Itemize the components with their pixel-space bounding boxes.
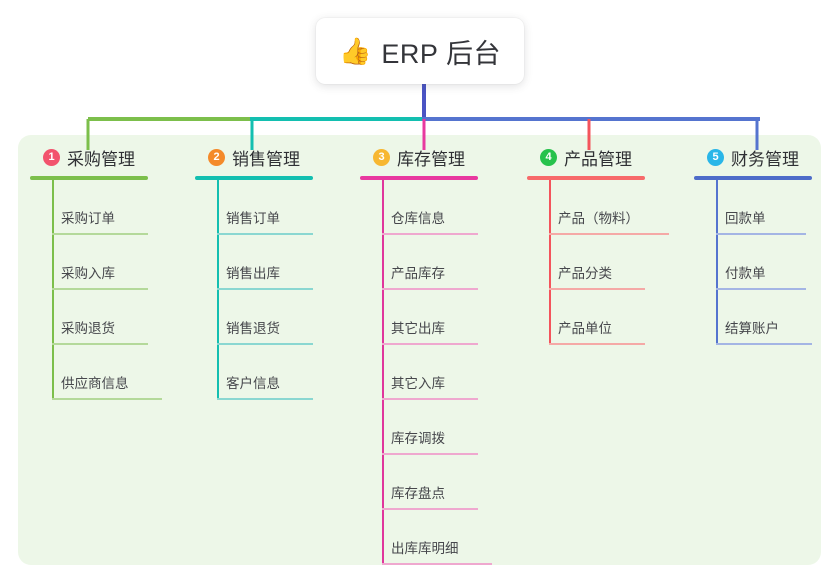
leaf-item-underline (217, 288, 313, 290)
leaf-item-label: 库存调拨 (391, 431, 445, 446)
root-node[interactable]: 👍 ERP 后台 (316, 18, 524, 84)
leaf-item-underline (549, 233, 669, 235)
leaf-item-underline (382, 288, 478, 290)
leaf-item-label: 付款单 (725, 266, 766, 281)
branch-number-badge: 1 (43, 148, 60, 166)
leaf-item-underline (217, 398, 313, 400)
branch-column-3[interactable]: 3 库存管理仓库信息产品库存其它出库其它入库库存调拨库存盘点出库库明细 (360, 145, 492, 565)
leaf-item-underline (382, 233, 478, 235)
branch-title: 销售管理 (232, 149, 300, 169)
branch-number-badge: 5 (707, 148, 724, 166)
leaf-item-label: 销售订单 (226, 211, 280, 226)
leaf-item-label: 采购订单 (61, 211, 115, 226)
leaf-item-underline (382, 453, 478, 455)
branch-header-5[interactable]: 5 财务管理 (694, 145, 799, 169)
leaf-item-label: 供应商信息 (61, 376, 129, 391)
leaf-item-underline (382, 398, 478, 400)
branch-column-4[interactable]: 4 产品管理产品（物料） 产品分类产品单位 (527, 145, 669, 345)
leaf-item-label: 产品（物料） (558, 211, 639, 226)
branch-column-1[interactable]: 1 采购管理采购订单采购入库采购退货供应商信息 (30, 145, 162, 400)
branch-number-badge: 2 (208, 148, 225, 166)
branch-title: 财务管理 (731, 149, 799, 169)
branch-number-badge: 4 (540, 148, 557, 166)
thumbs-up-icon: 👍 (339, 36, 372, 66)
branch-header-underline (527, 176, 645, 180)
branch-number-badge: 3 (373, 148, 390, 166)
branch-title: 产品管理 (564, 149, 632, 169)
branch-spine (382, 180, 384, 565)
leaf-item-underline (52, 288, 148, 290)
branch-spine (716, 180, 718, 345)
branch-spine (217, 180, 219, 400)
leaf-item-label: 其它入库 (391, 376, 445, 391)
leaf-item-underline (52, 343, 148, 345)
leaf-item-label: 仓库信息 (391, 211, 445, 226)
branch-spine (52, 180, 54, 400)
leaf-item-underline (52, 398, 162, 400)
branch-header-1[interactable]: 1 采购管理 (30, 145, 135, 169)
leaf-item-label: 其它出库 (391, 321, 445, 336)
branch-header-3[interactable]: 3 库存管理 (360, 145, 465, 169)
leaf-item-underline (382, 563, 492, 565)
leaf-item-label: 销售出库 (226, 266, 280, 281)
branch-header-underline (30, 176, 148, 180)
leaf-item-label: 结算账户 (725, 321, 779, 336)
leaf-item-underline (52, 233, 148, 235)
branch-column-5[interactable]: 5 财务管理回款单付款单结算账户 (694, 145, 812, 345)
branch-header-underline (360, 176, 478, 180)
leaf-item-label: 产品库存 (391, 266, 445, 281)
leaf-item-label: 出库库明细 (391, 541, 459, 556)
leaf-item-label: 采购退货 (61, 321, 115, 336)
root-node-title: ERP 后台 (381, 38, 501, 69)
leaf-item-label: 库存盘点 (391, 486, 445, 501)
leaf-item-underline (549, 343, 645, 345)
leaf-item-underline (382, 343, 478, 345)
leaf-item-label: 采购入库 (61, 266, 115, 281)
leaf-item-underline (549, 288, 645, 290)
leaf-item-underline (716, 288, 806, 290)
leaf-item-underline (217, 343, 313, 345)
leaf-item-label: 产品分类 (558, 266, 612, 281)
branch-spine (549, 180, 551, 345)
leaf-item-label: 客户信息 (226, 376, 280, 391)
branch-title: 采购管理 (67, 149, 135, 169)
branch-header-2[interactable]: 2 销售管理 (195, 145, 300, 169)
leaf-item-underline (217, 233, 313, 235)
branch-header-underline (195, 176, 313, 180)
leaf-item-label: 产品单位 (558, 321, 612, 336)
branch-header-4[interactable]: 4 产品管理 (527, 145, 632, 169)
leaf-item-label: 回款单 (725, 211, 766, 226)
leaf-item-underline (716, 343, 812, 345)
leaf-item-underline (382, 508, 478, 510)
diagram-background-panel (18, 135, 821, 565)
leaf-item-underline (716, 233, 806, 235)
branch-title: 库存管理 (397, 149, 465, 169)
branch-header-underline (694, 176, 812, 180)
leaf-item-label: 销售退货 (226, 321, 280, 336)
branch-column-2[interactable]: 2 销售管理销售订单销售出库销售退货客户信息 (195, 145, 313, 400)
